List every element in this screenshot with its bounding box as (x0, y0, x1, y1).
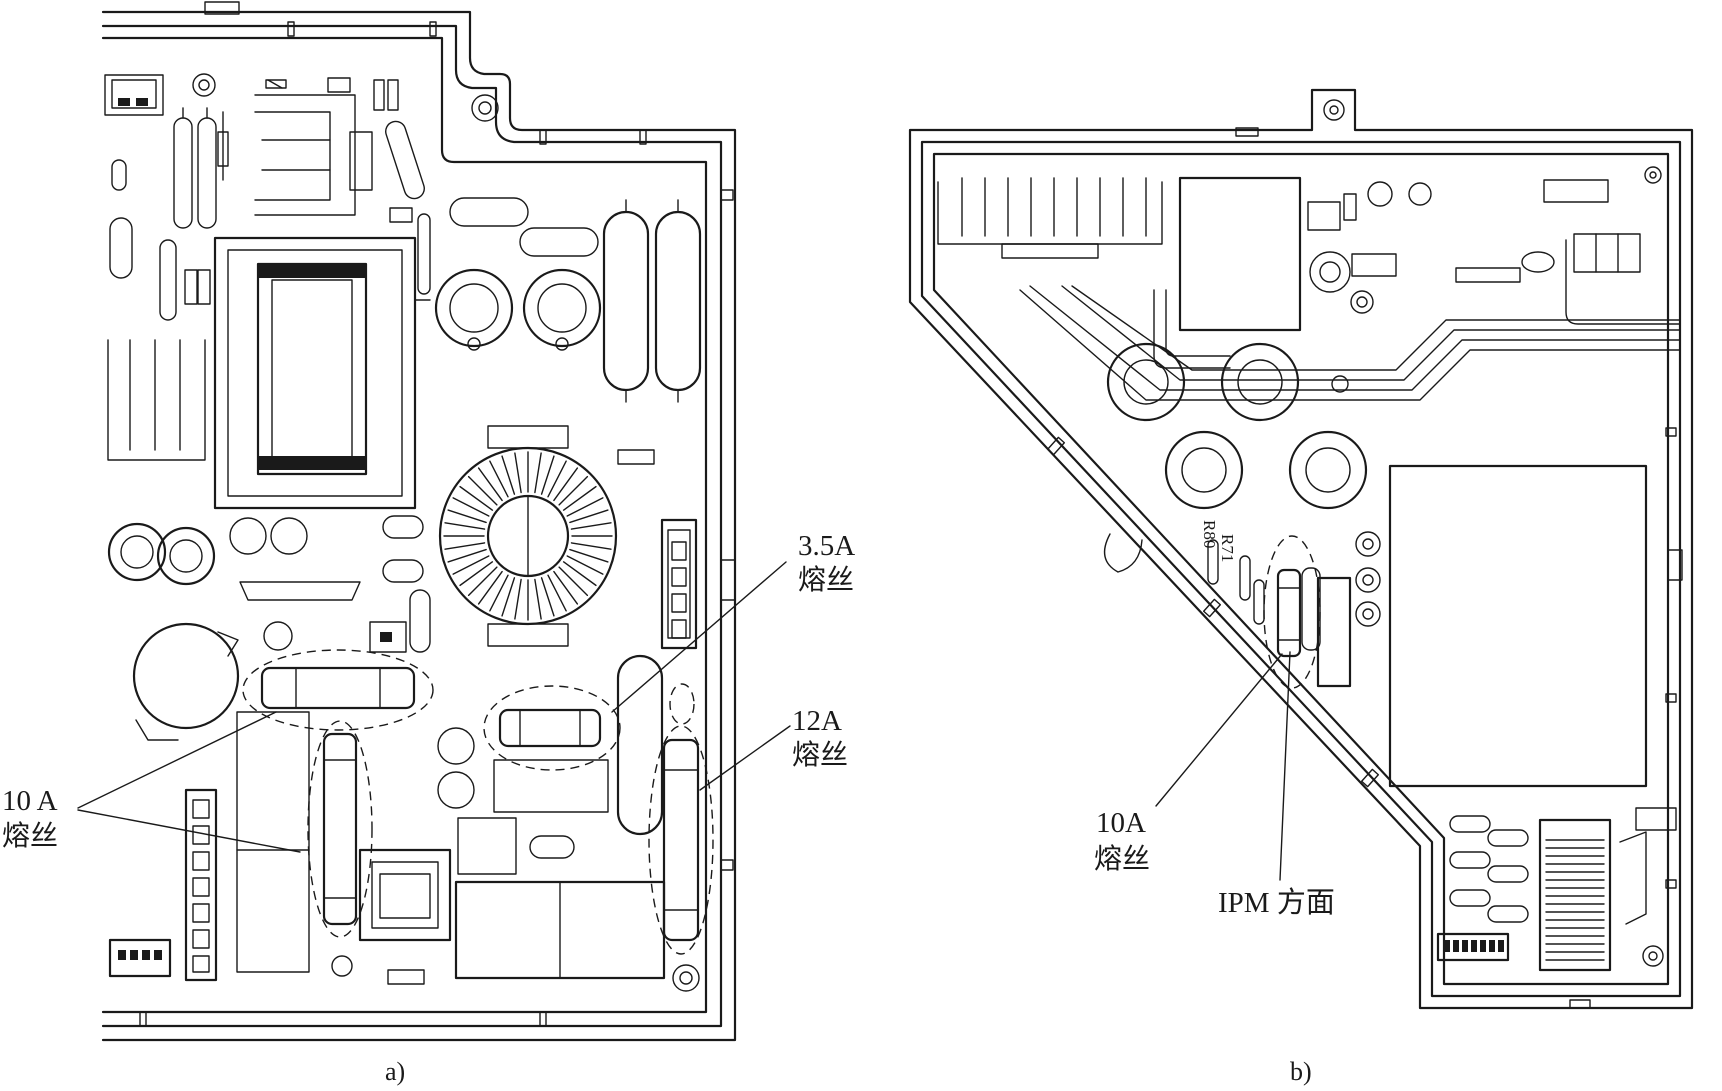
label-3-5a-cn: 熔丝 (798, 563, 854, 596)
caption-b: b) (1290, 1057, 1312, 1086)
leader-12a (699, 725, 791, 791)
label-b-10a-cn: 熔丝 (1094, 842, 1150, 875)
panel-a-board (101, 1, 737, 1042)
leader-10a-2 (77, 809, 301, 853)
leader-b-ipm (1279, 651, 1291, 881)
caption-a: a) (385, 1057, 405, 1086)
label-ipm-side: IPM 方面 (1218, 886, 1335, 919)
label-r80: R80 (1200, 520, 1219, 548)
leader-3-5a (611, 561, 787, 713)
panel-b-board (908, 88, 1694, 1010)
label-3-5a: 3.5A (798, 530, 855, 562)
leader-10a-1 (77, 711, 277, 809)
label-10a: 10 A (2, 785, 58, 817)
label-b-10a: 10A (1096, 807, 1146, 839)
label-12a: 12A (792, 705, 842, 737)
leader-b-10a (1155, 653, 1283, 807)
label-r71: R71 (1218, 534, 1237, 562)
label-12a-cn: 熔丝 (792, 738, 848, 771)
label-10a-cn: 熔丝 (2, 819, 58, 852)
